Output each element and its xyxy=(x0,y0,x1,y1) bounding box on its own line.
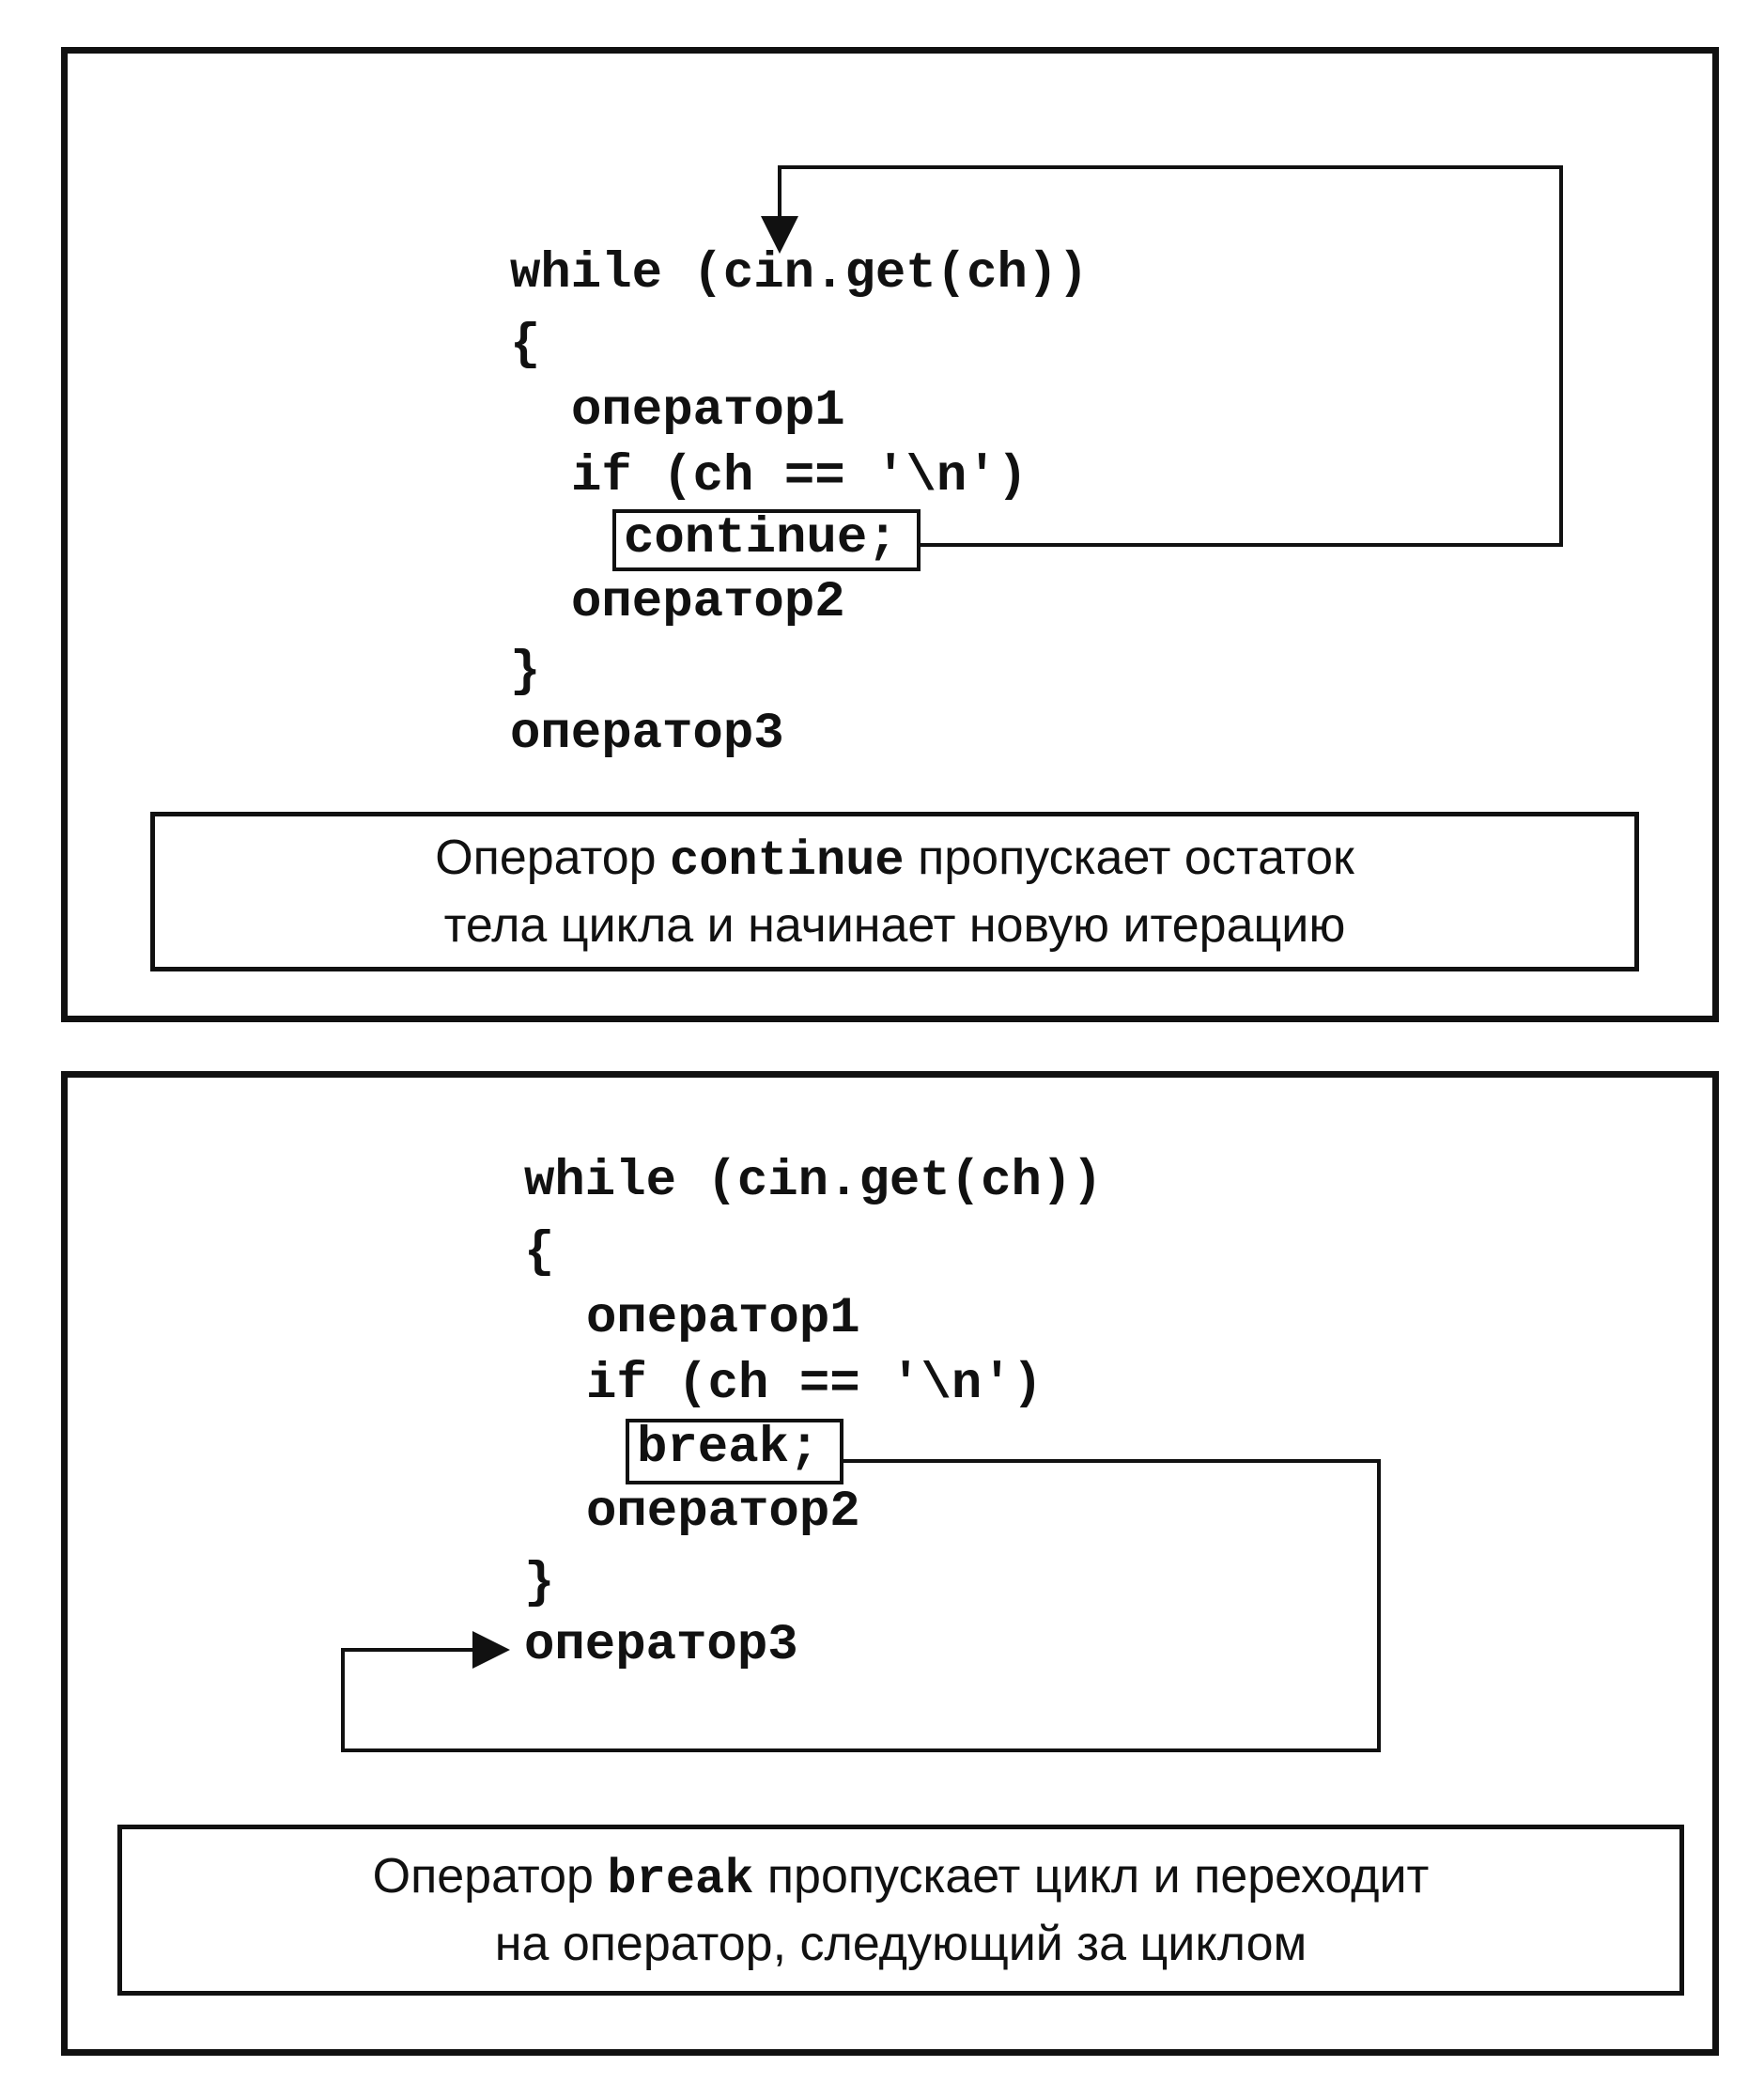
continue-code-while-line: while (cin.get(ch)) xyxy=(510,245,1089,303)
break-code-open-brace: { xyxy=(524,1224,555,1282)
continue-caption: Оператор continue пропускает остаток тел… xyxy=(150,812,1639,971)
continue-caption-prefix: Оператор xyxy=(435,831,657,885)
break-caption-prefix: Оператор xyxy=(372,1849,594,1904)
break-code-statement2: оператор2 xyxy=(586,1484,860,1541)
break-caption-line1: Оператор break пропускает цикл и переход… xyxy=(373,1844,1430,1912)
continue-code-statement2: оператор2 xyxy=(571,574,845,631)
break-caption-keyword: break xyxy=(607,1852,754,1907)
break-code-while-line: while (cin.get(ch)) xyxy=(524,1153,1103,1210)
break-keyword-box: break; xyxy=(626,1419,843,1484)
continue-code-close-brace: } xyxy=(510,644,541,701)
continue-caption-suffix: пропускает остаток xyxy=(918,831,1354,885)
break-caption-suffix: пропускает цикл и переходит xyxy=(766,1849,1430,1904)
continue-code-statement3: оператор3 xyxy=(510,706,784,763)
break-code-if-line: if (ch == '\n') xyxy=(586,1356,1044,1413)
break-code-statement3: оператор3 xyxy=(524,1617,798,1674)
break-code-statement1: оператор1 xyxy=(586,1290,860,1347)
continue-caption-keyword: continue xyxy=(669,833,905,889)
continue-code-open-brace: { xyxy=(510,317,541,374)
continue-code-statement1: оператор1 xyxy=(571,382,845,440)
break-caption-line2: на оператор, следующий за циклом xyxy=(494,1917,1308,1971)
continue-caption-line1: Оператор continue пропускает остаток xyxy=(435,826,1354,894)
continue-keyword-box: continue; xyxy=(612,509,921,571)
break-caption: Оператор break пропускает цикл и переход… xyxy=(117,1825,1684,1996)
break-code-close-brace: } xyxy=(524,1555,555,1612)
continue-code-if-line: if (ch == '\n') xyxy=(571,448,1029,505)
continue-caption-line2: тела цикла и начинает новую итерацию xyxy=(443,898,1346,953)
